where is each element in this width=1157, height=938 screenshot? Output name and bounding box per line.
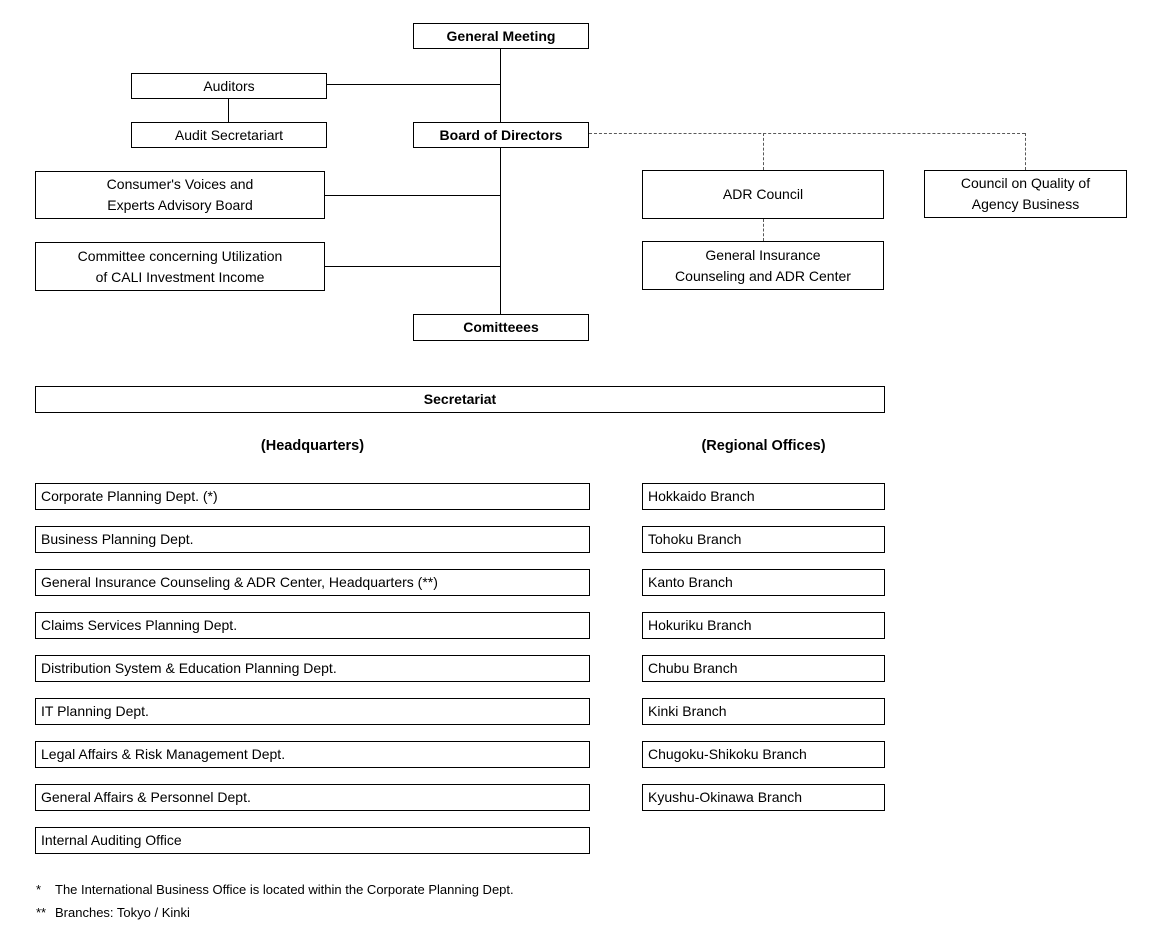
committees-box: Comitteees bbox=[413, 314, 589, 341]
council-quality-box: Council on Quality of Agency Business bbox=[924, 170, 1127, 218]
connector-consumers-voices-branch bbox=[325, 195, 500, 196]
gi-adr-center-box: General Insurance Counseling and ADR Cen… bbox=[642, 241, 884, 290]
hq-dept-box: Internal Auditing Office bbox=[35, 827, 590, 854]
hq-dept-box: General Affairs & Personnel Dept. bbox=[35, 784, 590, 811]
footnote-text: Branches: Tokyo / Kinki bbox=[55, 905, 190, 920]
footnote-marker: ** bbox=[36, 905, 47, 920]
regional-branch-box: Chugoku-Shikoku Branch bbox=[642, 741, 885, 768]
hq-dept-box: General Insurance Counseling & ADR Cente… bbox=[35, 569, 590, 596]
consumers-voices-box: Consumer's Voices and Experts Advisory B… bbox=[35, 171, 325, 219]
connector-committee-cali-branch bbox=[325, 266, 500, 267]
auditors-box: Auditors bbox=[131, 73, 327, 99]
footnote: ** Branches: Tokyo / Kinki bbox=[36, 905, 736, 921]
dashed-connector-to-adr-council bbox=[763, 133, 764, 170]
regional-branch-box: Tohoku Branch bbox=[642, 526, 885, 553]
connector-general-meeting-to-board bbox=[500, 49, 501, 122]
footnote: * The International Business Office is l… bbox=[36, 882, 736, 898]
dashed-connector-board-to-councils bbox=[589, 133, 1025, 134]
regional-branch-box: Kinki Branch bbox=[642, 698, 885, 725]
connector-board-to-committees bbox=[500, 148, 501, 314]
regional-branch-box: Hokkaido Branch bbox=[642, 483, 885, 510]
audit-secretariat-box: Audit Secretariart bbox=[131, 122, 327, 148]
board-of-directors-box: Board of Directors bbox=[413, 122, 589, 148]
secretariat-box: Secretariat bbox=[35, 386, 885, 413]
regional-branch-box: Kanto Branch bbox=[642, 569, 885, 596]
footnote-text: The International Business Office is loc… bbox=[55, 882, 514, 897]
dashed-connector-to-council-quality bbox=[1025, 133, 1026, 170]
headquarters-column-title: (Headquarters) bbox=[260, 438, 365, 454]
connector-auditors-branch bbox=[327, 84, 500, 85]
hq-dept-box: Legal Affairs & Risk Management Dept. bbox=[35, 741, 590, 768]
regional-branch-box: Chubu Branch bbox=[642, 655, 885, 682]
hq-dept-box: IT Planning Dept. bbox=[35, 698, 590, 725]
dashed-connector-adr-council-to-center bbox=[763, 219, 764, 241]
hq-dept-box: Claims Services Planning Dept. bbox=[35, 612, 590, 639]
hq-dept-box: Corporate Planning Dept. (*) bbox=[35, 483, 590, 510]
committee-cali-box: Committee concerning Utilization of CALI… bbox=[35, 242, 325, 291]
connector-auditors-to-audit-secretariat bbox=[228, 98, 229, 122]
regional-branch-box: Kyushu-Okinawa Branch bbox=[642, 784, 885, 811]
regional-offices-column-title: (Regional Offices) bbox=[701, 438, 826, 454]
footnote-marker: * bbox=[36, 882, 42, 897]
adr-council-box: ADR Council bbox=[642, 170, 884, 219]
hq-dept-box: Distribution System & Education Planning… bbox=[35, 655, 590, 682]
regional-branch-box: Hokuriku Branch bbox=[642, 612, 885, 639]
general-meeting-box: General Meeting bbox=[413, 23, 589, 49]
hq-dept-box: Business Planning Dept. bbox=[35, 526, 590, 553]
